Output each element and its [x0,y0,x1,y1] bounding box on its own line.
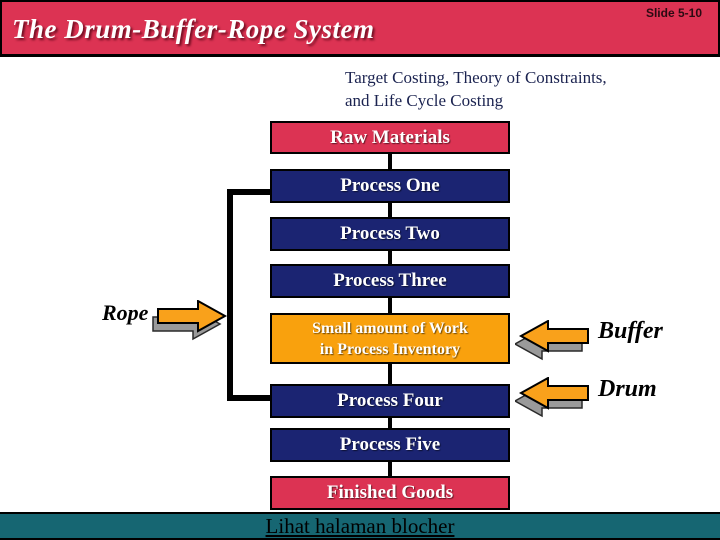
footer-bar: Lihat halaman blocher [0,512,720,540]
buffer-arrow-left-icon [515,320,589,361]
slide-number: Slide 5-10 [645,6,702,20]
connector-line [388,459,392,479]
connector-line [388,248,392,267]
flow-box-label: Process Five [339,434,441,455]
connector-line [388,295,392,316]
flow-box-process-one: Process One [270,169,510,203]
drum-label: Drum [598,376,657,402]
flow-box-label-line-2: in Process Inventory [319,340,461,358]
connector-line [388,199,392,220]
flow-box-label: Finished Goods [326,482,454,503]
slide-subtitle: Target Costing, Theory of Constraints, a… [345,66,675,112]
flow-box-process-five: Process Five [270,428,510,462]
slide-title: The Drum-Buffer-Rope System [12,14,375,44]
header-bar: Slide 5-10 The Drum-Buffer-Rope System [0,0,720,57]
flow-box-label: Raw Materials [330,126,450,148]
subtitle-line-2: and Life Cycle Costing [345,91,504,110]
flow-box-process-two: Process Two [270,217,510,251]
flow-box-label-line-1: Small amount of Work [312,319,468,337]
connector-line [388,412,392,431]
drum-arrow-left-icon [515,377,589,418]
flow-box-label: Process One [340,175,440,196]
rope-label: Rope [102,300,149,325]
flow-box-finished-goods: Finished Goods [270,476,510,510]
flow-box-label: Process Three [333,270,447,291]
rope-bracket-vertical-line [227,189,233,401]
flow-box-label: Process Four [337,390,443,411]
rope-bracket-bottom-line [227,395,272,401]
rope-bracket-top-line [227,189,272,195]
flow-box-process-four: Process Four [270,384,510,418]
flow-box-label: Process Two [340,223,440,244]
buffer-label: Buffer [598,318,663,344]
subtitle-line-1: Target Costing, Theory of Constraints, [345,68,607,87]
footer-link[interactable]: Lihat halaman blocher [265,513,455,538]
flow-box-wip-inventory: Small amount of Work in Process Inventor… [270,313,510,364]
flow-box-raw-materials: Raw Materials [270,121,510,154]
connector-line [388,152,392,172]
connector-line [388,361,392,384]
flow-box-process-three: Process Three [270,264,510,298]
rope-arrow-right-icon [152,300,228,341]
